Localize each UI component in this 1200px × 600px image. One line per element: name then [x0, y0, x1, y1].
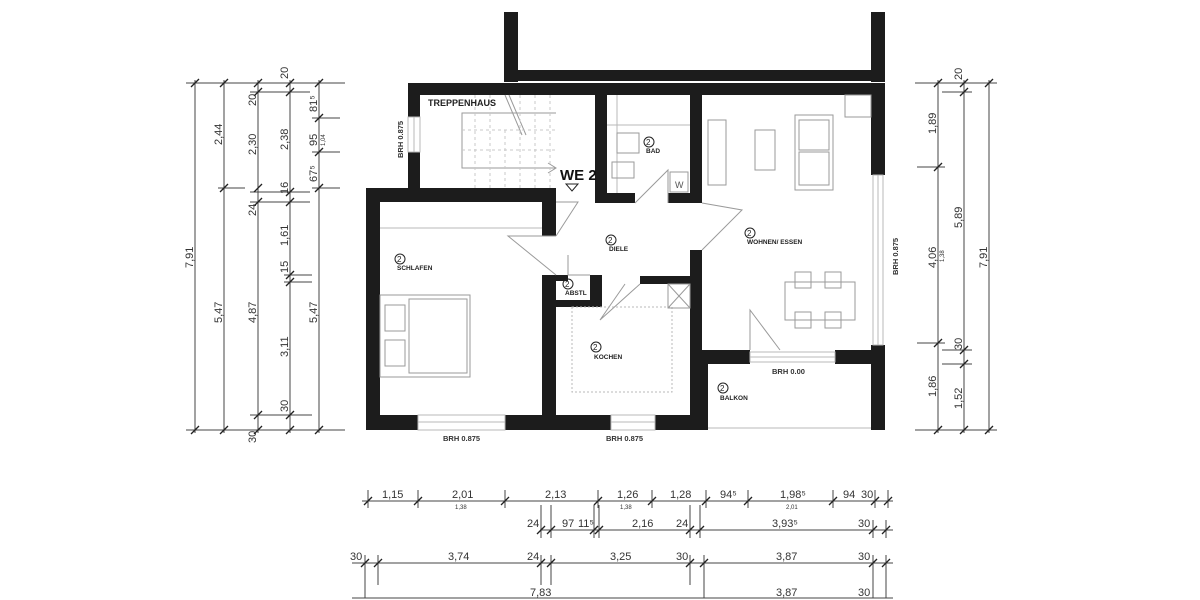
svg-text:4,06: 4,06	[927, 247, 939, 268]
room-label-wohnen-essen: WOHNEN/ ESSEN	[747, 239, 803, 246]
right-dimensions: 1,89 4,06 1,38 1,86 20 5,89 30 1,52 7,91	[915, 68, 997, 435]
svg-text:24: 24	[527, 518, 539, 530]
svg-text:1,26: 1,26	[617, 489, 638, 501]
svg-text:30: 30	[858, 551, 870, 563]
walls	[366, 12, 885, 430]
svg-text:67⁵: 67⁵	[308, 165, 320, 182]
svg-text:7,91: 7,91	[184, 247, 196, 268]
svg-text:5,47: 5,47	[308, 302, 320, 323]
svg-text:2,01: 2,01	[786, 505, 798, 511]
svg-text:2: 2	[646, 138, 651, 147]
room-label-abstl: ABSTL	[565, 290, 587, 297]
svg-text:24: 24	[676, 518, 688, 530]
svg-text:4,87: 4,87	[247, 302, 259, 323]
svg-text:1,28: 1,28	[670, 489, 691, 501]
svg-text:3,74: 3,74	[448, 551, 469, 563]
svg-text:2: 2	[397, 255, 402, 264]
svg-text:1,04: 1,04	[321, 134, 327, 146]
room-label-treppenhaus: TREPPENHAUS	[428, 98, 496, 108]
svg-text:2: 2	[565, 280, 570, 289]
svg-text:81⁵: 81⁵	[308, 95, 320, 112]
svg-text:2: 2	[593, 343, 598, 352]
svg-text:1,86: 1,86	[927, 376, 939, 397]
room-number-circle-icon	[394, 253, 406, 265]
svg-text:20: 20	[953, 68, 965, 80]
svg-text:30: 30	[861, 489, 873, 501]
room-label-diele: DIELE	[609, 246, 629, 253]
svg-text:2: 2	[720, 384, 725, 393]
room-number-circle-icon	[744, 227, 756, 239]
sill-label-wohnen: BRH 0.875	[891, 238, 900, 275]
svg-text:95: 95	[308, 134, 320, 146]
svg-text:1,89: 1,89	[927, 113, 939, 134]
svg-text:7,83: 7,83	[530, 587, 551, 599]
svg-text:2,30: 2,30	[247, 134, 259, 155]
room-labels: TREPPENHAUS WE 2 2 BAD W 2 SCHLAFEN 2 DI…	[394, 98, 900, 443]
stairs	[461, 94, 557, 174]
svg-text:3,93⁵: 3,93⁵	[772, 518, 798, 530]
svg-text:24: 24	[527, 551, 539, 563]
room-label-schlafen: SCHLAFEN	[397, 265, 433, 272]
sill-label-balkon-door: BRH 0.00	[772, 367, 805, 376]
room-number-circle-icon	[605, 234, 617, 246]
svg-text:3,87: 3,87	[776, 551, 797, 563]
svg-text:30: 30	[279, 400, 291, 412]
sill-label-schlafen: BRH 0.875	[443, 434, 480, 443]
entrance-marker-icon	[564, 183, 580, 192]
svg-text:1,15: 1,15	[382, 489, 403, 501]
svg-text:30: 30	[247, 431, 259, 443]
svg-text:2: 2	[747, 229, 752, 238]
fixture-w: W	[675, 180, 684, 190]
svg-text:2,16: 2,16	[632, 518, 653, 530]
svg-text:1,38: 1,38	[455, 505, 467, 511]
room-label-kochen: KOCHEN	[594, 354, 622, 361]
svg-text:30: 30	[676, 551, 688, 563]
svg-text:3,25: 3,25	[610, 551, 631, 563]
room-number-circle-icon	[590, 341, 602, 353]
bottom-dimensions: 1,15 2,01 1,38 2,13 1,26 1,38 1,28 94⁵ 1…	[350, 489, 893, 599]
svg-text:2,01: 2,01	[452, 489, 473, 501]
svg-text:2: 2	[608, 236, 613, 245]
door-swings	[506, 168, 781, 351]
svg-text:2,44: 2,44	[213, 124, 225, 145]
svg-text:94⁵: 94⁵	[720, 489, 737, 501]
svg-text:2,38: 2,38	[279, 129, 291, 150]
windows	[407, 116, 884, 431]
svg-text:30: 30	[350, 551, 362, 563]
furniture	[379, 94, 872, 393]
left-dimensions: 7,91 2,44 5,47 20 2,30 24 4,87 30 20 2,3…	[184, 67, 345, 443]
svg-text:94: 94	[843, 489, 855, 501]
svg-text:7,91: 7,91	[978, 247, 990, 268]
svg-text:30: 30	[858, 587, 870, 599]
svg-text:16: 16	[279, 182, 291, 194]
svg-text:20: 20	[247, 94, 259, 106]
room-number-circle-icon	[562, 278, 574, 290]
stair-treads	[462, 95, 556, 188]
sill-label-treppenhaus: BRH 0.875	[396, 121, 405, 158]
unit-label: WE 2	[560, 167, 597, 184]
svg-text:15: 15	[279, 261, 291, 273]
svg-text:3,11: 3,11	[279, 336, 291, 357]
room-label-bad: BAD	[646, 148, 660, 155]
svg-text:30: 30	[858, 518, 870, 530]
svg-text:24: 24	[247, 204, 259, 216]
svg-text:5,47: 5,47	[213, 302, 225, 323]
svg-text:5,89: 5,89	[953, 207, 965, 228]
room-label-balkon: BALKON	[720, 395, 748, 402]
svg-text:1,98⁵: 1,98⁵	[780, 489, 806, 501]
svg-text:97: 97	[562, 518, 574, 530]
svg-text:11⁵: 11⁵	[578, 518, 594, 530]
sill-label-kochen: BRH 0.875	[606, 434, 643, 443]
svg-text:1,38: 1,38	[620, 505, 632, 511]
room-number-circle-icon	[643, 136, 655, 148]
svg-text:20: 20	[279, 67, 291, 79]
svg-text:1,38: 1,38	[940, 250, 946, 262]
room-number-circle-icon	[717, 382, 729, 394]
svg-text:1,61: 1,61	[279, 225, 291, 246]
svg-text:3,87: 3,87	[776, 587, 797, 599]
svg-text:30: 30	[953, 338, 965, 350]
svg-text:2,13: 2,13	[545, 489, 566, 501]
svg-text:1,52: 1,52	[953, 388, 965, 409]
